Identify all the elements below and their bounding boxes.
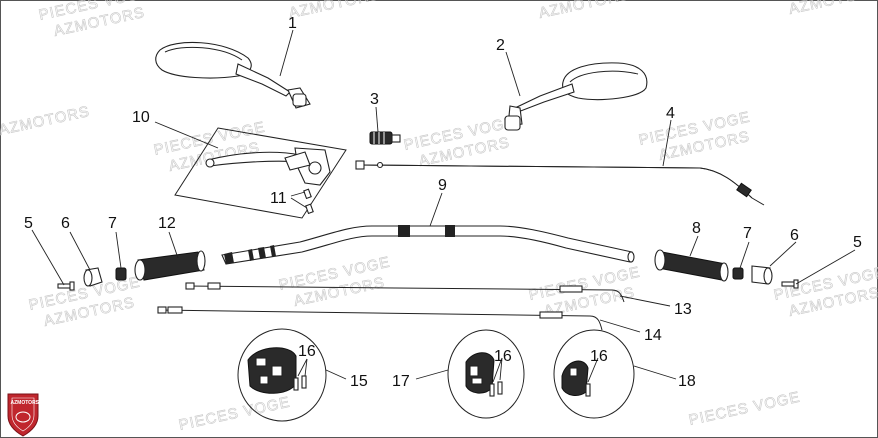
part-10-clutch-lever[interactable] xyxy=(174,127,347,219)
label-part-1: 1 xyxy=(288,15,297,32)
part-4-clutch-cable[interactable] xyxy=(355,160,765,206)
part-13-throttle-cable[interactable] xyxy=(185,282,625,303)
part-7-left-spacer[interactable] xyxy=(115,267,127,281)
watermark-text: PIECES VOGE xyxy=(177,394,292,434)
watermark-text: AZMOTORS xyxy=(787,0,878,18)
watermark-text: PIECES VOGE xyxy=(687,389,802,429)
part-labels: 1 2 3 4 10 11 9 5 6 7 12 8 7 6 5 13 14 1… xyxy=(24,15,862,390)
part-6-right-bar-end[interactable] xyxy=(751,265,773,285)
part-15-left-switch[interactable] xyxy=(237,328,327,422)
label-part-4: 4 xyxy=(666,105,675,122)
label-part-18: 18 xyxy=(678,373,696,390)
label-part-7-right: 7 xyxy=(743,225,752,242)
label-part-13: 13 xyxy=(674,301,692,318)
leader-lines xyxy=(31,29,856,383)
part-17-right-switch[interactable] xyxy=(447,329,525,419)
label-part-2: 2 xyxy=(496,37,505,54)
label-part-7-left: 7 xyxy=(108,215,117,232)
label-part-17: 17 xyxy=(392,373,410,390)
label-part-5-left: 5 xyxy=(24,215,33,232)
part-2-right-mirror[interactable] xyxy=(504,62,648,131)
label-part-5-right: 5 xyxy=(853,234,862,251)
part-1-left-mirror[interactable] xyxy=(155,41,311,109)
label-part-14: 14 xyxy=(644,327,662,344)
label-part-3: 3 xyxy=(370,91,379,108)
label-part-9: 9 xyxy=(438,177,447,194)
part-11-screws[interactable] xyxy=(303,188,314,215)
label-part-6-left: 6 xyxy=(61,215,70,232)
label-part-8: 8 xyxy=(692,220,701,237)
part-12-left-grip[interactable] xyxy=(134,250,206,281)
label-part-16-b: 16 xyxy=(494,348,512,365)
part-8-right-grip[interactable] xyxy=(654,249,729,282)
watermark-text: AZMOTORS xyxy=(537,0,631,22)
label-part-6-right: 6 xyxy=(790,227,799,244)
part-18-start-switch[interactable] xyxy=(553,329,635,419)
label-part-15: 15 xyxy=(350,373,368,390)
logo-text: AZMOTORS xyxy=(11,400,40,406)
watermark-text: AZMOTORS xyxy=(287,0,381,22)
label-part-10: 10 xyxy=(132,109,150,126)
label-part-16-c: 16 xyxy=(590,348,608,365)
label-part-12: 12 xyxy=(158,215,176,232)
part-7-right-spacer[interactable] xyxy=(732,267,744,280)
part-3-cable-adjuster[interactable] xyxy=(369,131,401,145)
part-14-return-cable[interactable] xyxy=(157,306,603,331)
label-part-11: 11 xyxy=(270,190,287,207)
part-9-handlebar[interactable] xyxy=(221,225,635,265)
watermark-text: AZMOTORS xyxy=(0,103,92,139)
label-part-16-a: 16 xyxy=(298,343,316,360)
part-6-left-bar-end[interactable] xyxy=(83,267,103,287)
azmotors-logo: AZMOTORS xyxy=(7,393,40,437)
part-5-left-bolt[interactable] xyxy=(57,281,75,291)
